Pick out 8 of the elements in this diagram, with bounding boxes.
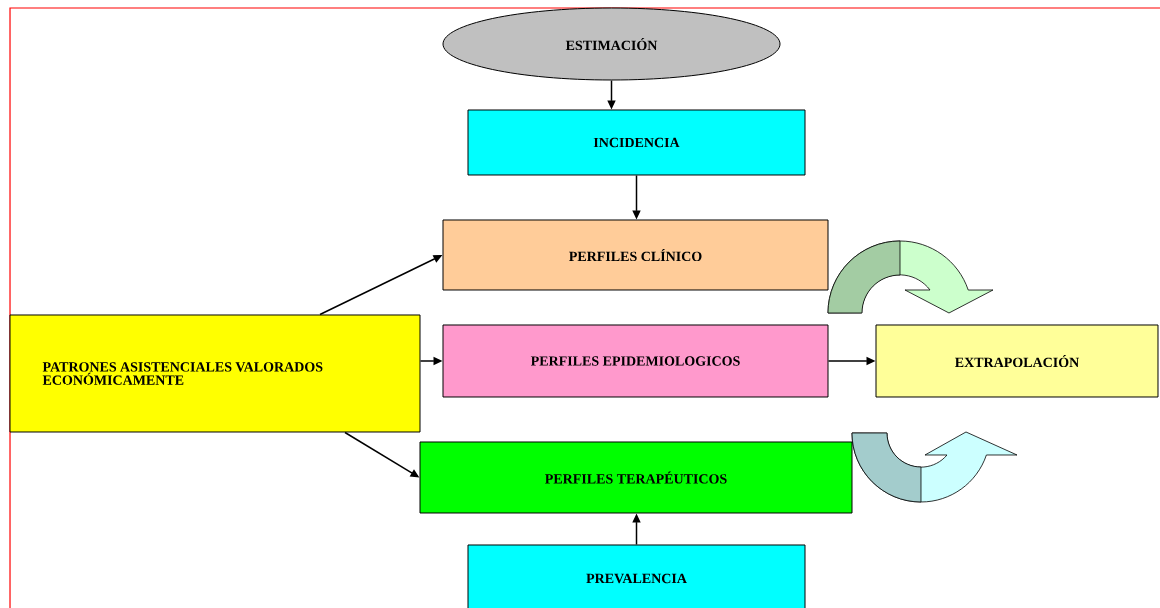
process-box: PERFILES EPIDEMIOLOGICOS (442, 324, 829, 398)
process-box: INCIDENCIA (467, 109, 806, 176)
process-box: PREVALENCIA (467, 544, 806, 608)
oval-node: ESTIMACIÓN (442, 7, 781, 81)
process-box: EXTRAPOLACIÓN (875, 324, 1159, 398)
process-box: PERFILES TERAPÉUTICOS (419, 441, 853, 514)
process-box: PERFILES CLÍNICO (442, 219, 829, 291)
process-box: PATRONES ASISTENCIALES VALORADOS ECONÓMICAMENTE (9, 314, 421, 433)
